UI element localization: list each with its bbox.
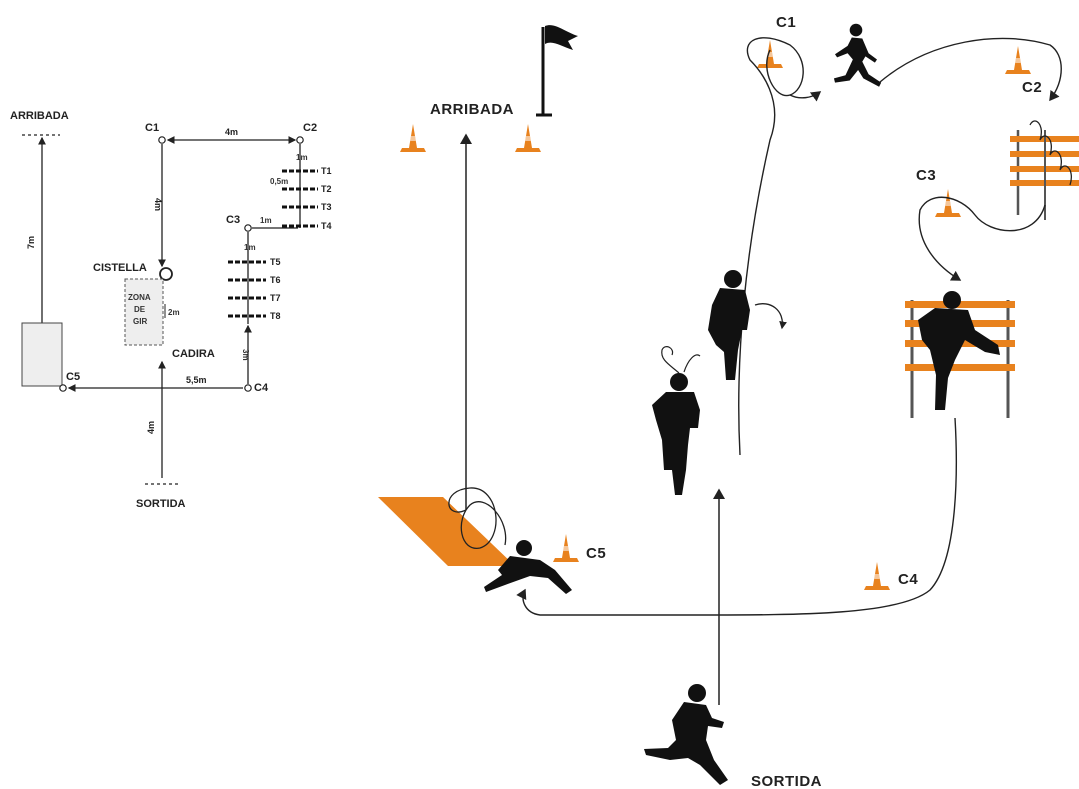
plan-t7: T7 — [270, 293, 281, 303]
plan-dim-c1-down: 4m — [153, 198, 163, 211]
plan-dim-c3-down: 1m — [244, 243, 256, 252]
runner-icon — [918, 291, 1000, 410]
plan-t4: T4 — [321, 221, 332, 231]
flag-icon — [536, 25, 578, 117]
path-loop-c1 — [738, 37, 804, 456]
plan-arribada-label: ARRIBADA — [10, 110, 69, 122]
sortida-label: SORTIDA — [751, 773, 822, 789]
c3-label: C3 — [916, 167, 936, 184]
plan-sortida-label: SORTIDA — [136, 498, 186, 510]
plan-c3-point — [244, 224, 252, 232]
plan-dim-c5-c4: 5,5m — [186, 375, 207, 385]
plan-t8: T8 — [270, 311, 281, 321]
plan-c2-label: C2 — [303, 122, 317, 134]
plan-dim-t-top: 1m — [296, 153, 308, 162]
runner-icon — [652, 346, 701, 495]
plan-zona-2: DE — [134, 305, 146, 314]
plan-c4-label: C4 — [254, 382, 269, 394]
plan-t5: T5 — [270, 257, 281, 267]
illustration: ARRIBADA C1 C2 C3 — [378, 14, 1079, 789]
plan-zona-3: GIR — [133, 317, 147, 326]
plan-t6: T6 — [270, 275, 281, 285]
plan-dim-sortida: 4m — [146, 421, 156, 434]
plan-t2: T2 — [321, 184, 332, 194]
plan-mat — [21, 322, 63, 387]
plan-c5-point — [59, 384, 67, 392]
c5-label: C5 — [586, 545, 606, 562]
plan-dim-zone: 2m — [168, 308, 180, 317]
cone-icon — [757, 40, 783, 68]
path-c1-to-runner — [789, 91, 822, 102]
cone-icon — [864, 562, 890, 590]
plan-zona-1: ZONA — [128, 293, 151, 302]
runner-icon — [708, 270, 787, 380]
mat — [378, 497, 515, 566]
plan-c2-point — [296, 136, 304, 144]
plan-dim-t-spacing: 0,5m — [270, 177, 288, 186]
plan-c1-point — [158, 136, 166, 144]
plan-c1-label: C1 — [145, 122, 159, 134]
plan-cistella-label: CISTELLA — [93, 262, 147, 274]
plan-dim-c1-c2: 4m — [225, 127, 238, 137]
plan-c5-label: C5 — [66, 371, 80, 383]
plan-hurdles-bottom — [228, 260, 266, 318]
runner-icon — [644, 684, 728, 785]
plan-dim-7m: 7m — [26, 236, 36, 249]
plan-hurdles-top — [282, 169, 318, 228]
cone-icon — [400, 124, 426, 152]
plan-c3-label: C3 — [226, 214, 240, 226]
runner-icon — [833, 23, 882, 87]
plan-turn-zone — [124, 278, 164, 346]
cone-icon — [553, 534, 579, 562]
plan-t3: T3 — [321, 202, 332, 212]
cone-icon — [515, 124, 541, 152]
path-runner-to-c2 — [879, 37, 1062, 102]
c2-label: C2 — [1022, 79, 1042, 96]
arribada-label: ARRIBADA — [430, 101, 514, 118]
plan-c4-point — [244, 384, 252, 392]
plan-dim-c4-up: 3m — [241, 349, 250, 361]
path-c4-to-c5 — [516, 417, 957, 616]
plan-basket-point — [159, 267, 173, 281]
runner-icon — [484, 540, 572, 594]
c4-label: C4 — [898, 571, 918, 588]
cone-icon — [1005, 46, 1031, 74]
plan-dim-c3-side: 1m — [260, 216, 272, 225]
path-c3-loop — [918, 196, 1046, 281]
plan-t1: T1 — [321, 166, 332, 176]
plan-cadira-label: CADIRA — [172, 348, 215, 360]
c1-label: C1 — [776, 14, 796, 31]
plan-view: ARRIBADA 7m C1 4m C2 4m CISTELLA ZONA DE… — [10, 110, 332, 510]
path-roll-loop — [448, 487, 507, 549]
cone-icon — [935, 189, 961, 217]
